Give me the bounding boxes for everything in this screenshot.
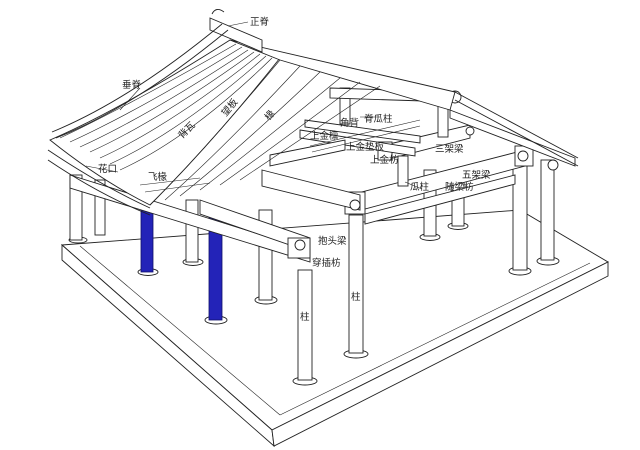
label-zhengji: 正脊 (250, 16, 270, 28)
label-shangjinpan: 上金垫板 (346, 141, 385, 153)
label-sanjialiang: 三架梁 (435, 143, 464, 155)
label-chuiji: 垂脊 (122, 79, 142, 91)
label-jiaobei: 角背 (340, 117, 359, 129)
label-feiyan: 飞椽 (148, 171, 168, 183)
labels: 正脊 垂脊 背瓦 望板 椽 飞椽 花口 角背 脊瓜柱 上金檩 上金垫板 上金枋 … (98, 16, 491, 323)
beams (69, 87, 576, 263)
label-zhu-front: 柱 (300, 311, 310, 323)
label-guazhu: 瓜柱 (410, 181, 430, 193)
label-wujialiang: 五架梁 (462, 169, 491, 181)
highlighted-columns (140, 209, 223, 321)
label-shangjinlin: 上金檩 (310, 130, 339, 142)
leader-lines (85, 21, 423, 190)
label-jiguazhu: 脊瓜柱 (364, 113, 393, 125)
label-yuanchuan: 椽 (262, 107, 278, 122)
label-shangjinfang: 上金枋 (370, 154, 399, 166)
blue-column-left (140, 209, 154, 273)
label-baotouliang: 抱头梁 (318, 235, 347, 247)
label-huakou: 花口 (98, 163, 117, 175)
label-chuanchafang: 穿插枋 (312, 257, 341, 269)
label-zhu-mid: 柱 (351, 291, 361, 303)
label-suiliangfang: 随梁枋 (445, 181, 474, 193)
roof (47, 9, 579, 216)
